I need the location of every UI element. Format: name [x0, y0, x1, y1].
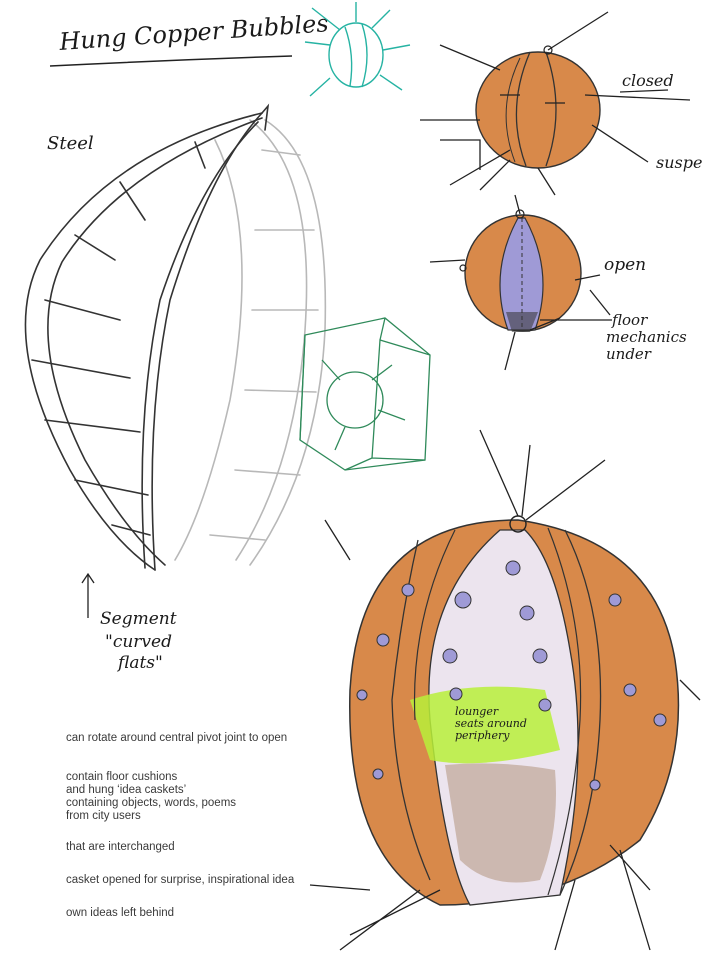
floor-line-3: under — [606, 345, 652, 363]
closed-sphere — [420, 12, 690, 195]
suspension-label: susper — [656, 153, 702, 172]
notes-block: can rotate around central pivot joint to… — [66, 732, 336, 920]
note-casket: casket opened for surprise, inspirationa… — [66, 874, 336, 887]
note-pivot: can rotate around central pivot joint to… — [66, 732, 336, 745]
segment-label: Segment "curved flats" — [100, 609, 182, 673]
note-own-ideas: own ideas left behind — [66, 907, 336, 920]
note-cushions: contain floor cushions and hung ‘idea ca… — [66, 771, 336, 823]
curved-segment-sketch — [25, 106, 325, 570]
steel-label: Steel — [47, 133, 94, 154]
floor-line-2: mechanics — [606, 328, 687, 346]
floor-mechanics-label: floor mechanics under — [606, 311, 691, 363]
open-sphere — [430, 195, 612, 370]
segment-line-2: "curved — [105, 632, 172, 652]
open-label: open — [604, 255, 646, 275]
sketch-title: Hung Copper Bubbles — [57, 9, 329, 56]
segment-arrow — [82, 574, 94, 618]
closed-label: closed — [622, 71, 674, 90]
lounge-line-3: periphery — [455, 729, 510, 742]
title-underline — [50, 56, 292, 66]
green-cube-sketch — [300, 318, 430, 470]
note-interchanged: that are interchanged — [66, 841, 336, 854]
segment-line-3: flats" — [116, 653, 163, 673]
segment-line-1: Segment — [100, 609, 177, 629]
floor-line-1: floor — [611, 311, 648, 329]
closed-underline — [620, 90, 668, 92]
large-sphere — [310, 430, 700, 950]
